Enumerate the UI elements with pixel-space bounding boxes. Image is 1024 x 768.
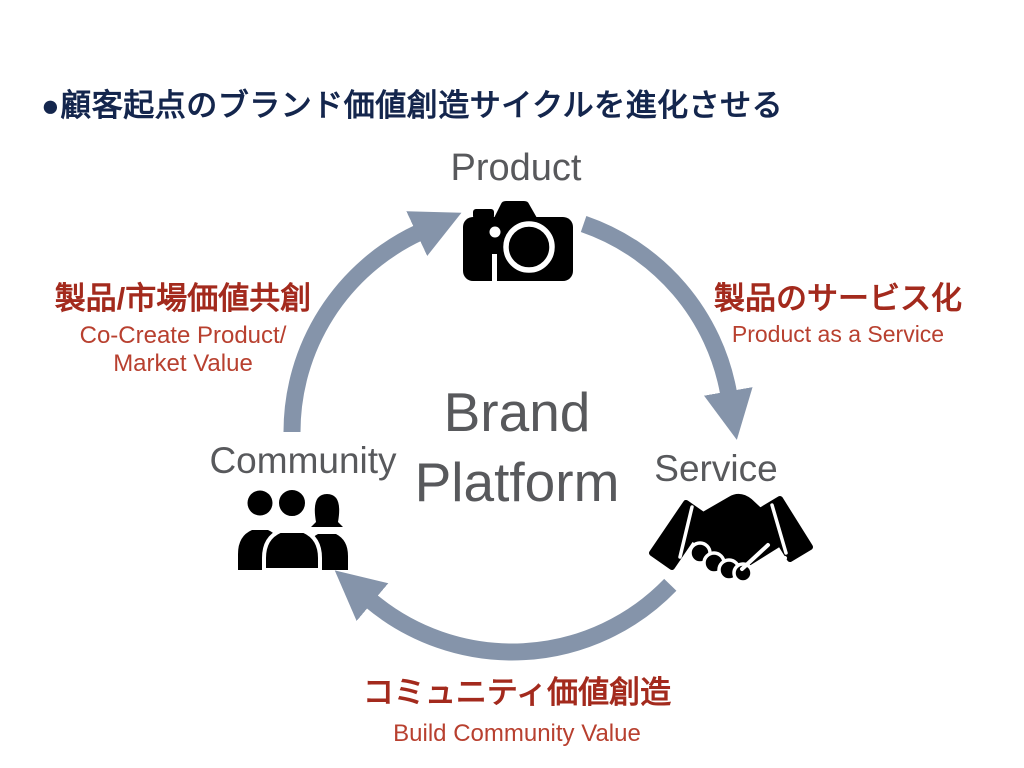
center-label: Brand Platform — [415, 378, 620, 518]
annotation-build-community-en: Build Community Value — [393, 719, 641, 747]
camera-icon — [463, 201, 573, 281]
arrow-service-to-community — [334, 570, 677, 661]
center-label-line1: Brand — [443, 381, 591, 443]
annotation-build-community-jp: コミュニティ価値創造 — [362, 675, 672, 710]
slide-title: ●顧客起点のブランド価値創造サイクルを進化させる — [41, 88, 784, 123]
annotation-product-as-service-jp: 製品のサービス化 — [714, 281, 962, 316]
people-icon — [238, 486, 348, 570]
annotation-product-as-service-en: Product as a Service — [731, 320, 945, 347]
product-label: Product — [450, 147, 582, 189]
annotation-build-community: コミュニティ価値創造 Build Community Value — [363, 675, 671, 748]
community-label: Community — [209, 440, 397, 481]
center-label-line2: Platform — [414, 450, 620, 513]
annotation-product-as-service: 製品のサービス化 Product as a Service — [714, 281, 962, 348]
handshake-icon — [649, 493, 813, 584]
service-label: Service — [654, 448, 778, 489]
arrow-product-to-service — [580, 215, 753, 440]
annotation-co-create-jp: 製品/市場価値共創 — [54, 281, 312, 316]
annotation-co-create: 製品/市場価値共創 Co-Create Product/ Market Valu… — [55, 281, 312, 379]
annotation-co-create-en: Co-Create Product/ Market Value — [79, 321, 287, 378]
